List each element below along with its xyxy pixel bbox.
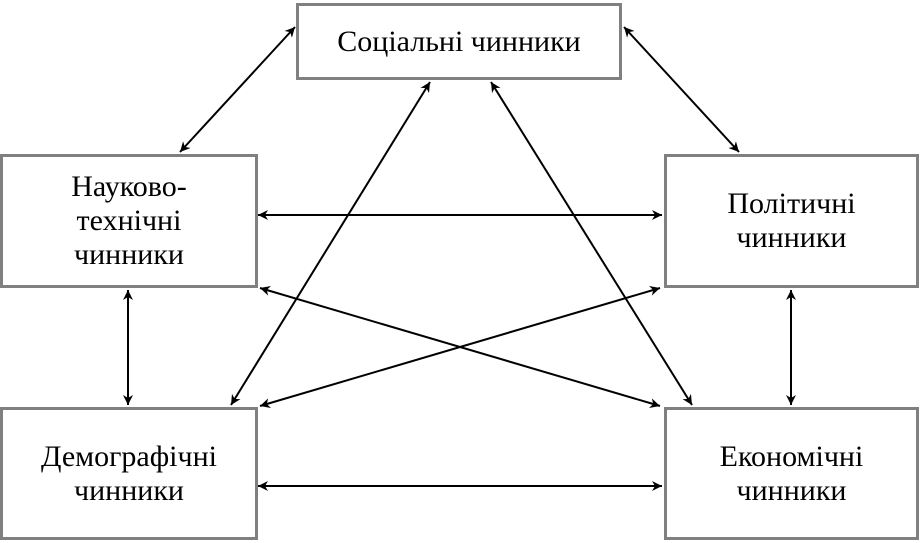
node-scitech-label: Науково- технічні чинники bbox=[71, 170, 187, 271]
node-political-factors: Політичні чинники bbox=[664, 154, 919, 288]
node-demog-label: Демографічні чинники bbox=[40, 439, 217, 507]
connector-lines bbox=[123, 26, 796, 491]
node-economic-label: Економічні чинники bbox=[719, 439, 864, 507]
arrow-social-scitech bbox=[179, 26, 296, 153]
node-economic-factors: Економічні чинники bbox=[664, 407, 919, 540]
arrow-political-demog bbox=[259, 286, 661, 408]
arrow-social-political bbox=[623, 26, 740, 153]
arrow-social-demog bbox=[230, 81, 431, 406]
node-scientific-technical-factors: Науково- технічні чинники bbox=[0, 154, 258, 288]
node-social-factors: Соціальні чинники bbox=[296, 3, 622, 80]
node-social-label: Соціальні чинники bbox=[337, 24, 581, 58]
node-demographic-factors: Демографічні чинники bbox=[0, 407, 258, 540]
arrow-social-economic bbox=[490, 81, 693, 406]
node-political-label: Політичні чинники bbox=[727, 187, 856, 254]
